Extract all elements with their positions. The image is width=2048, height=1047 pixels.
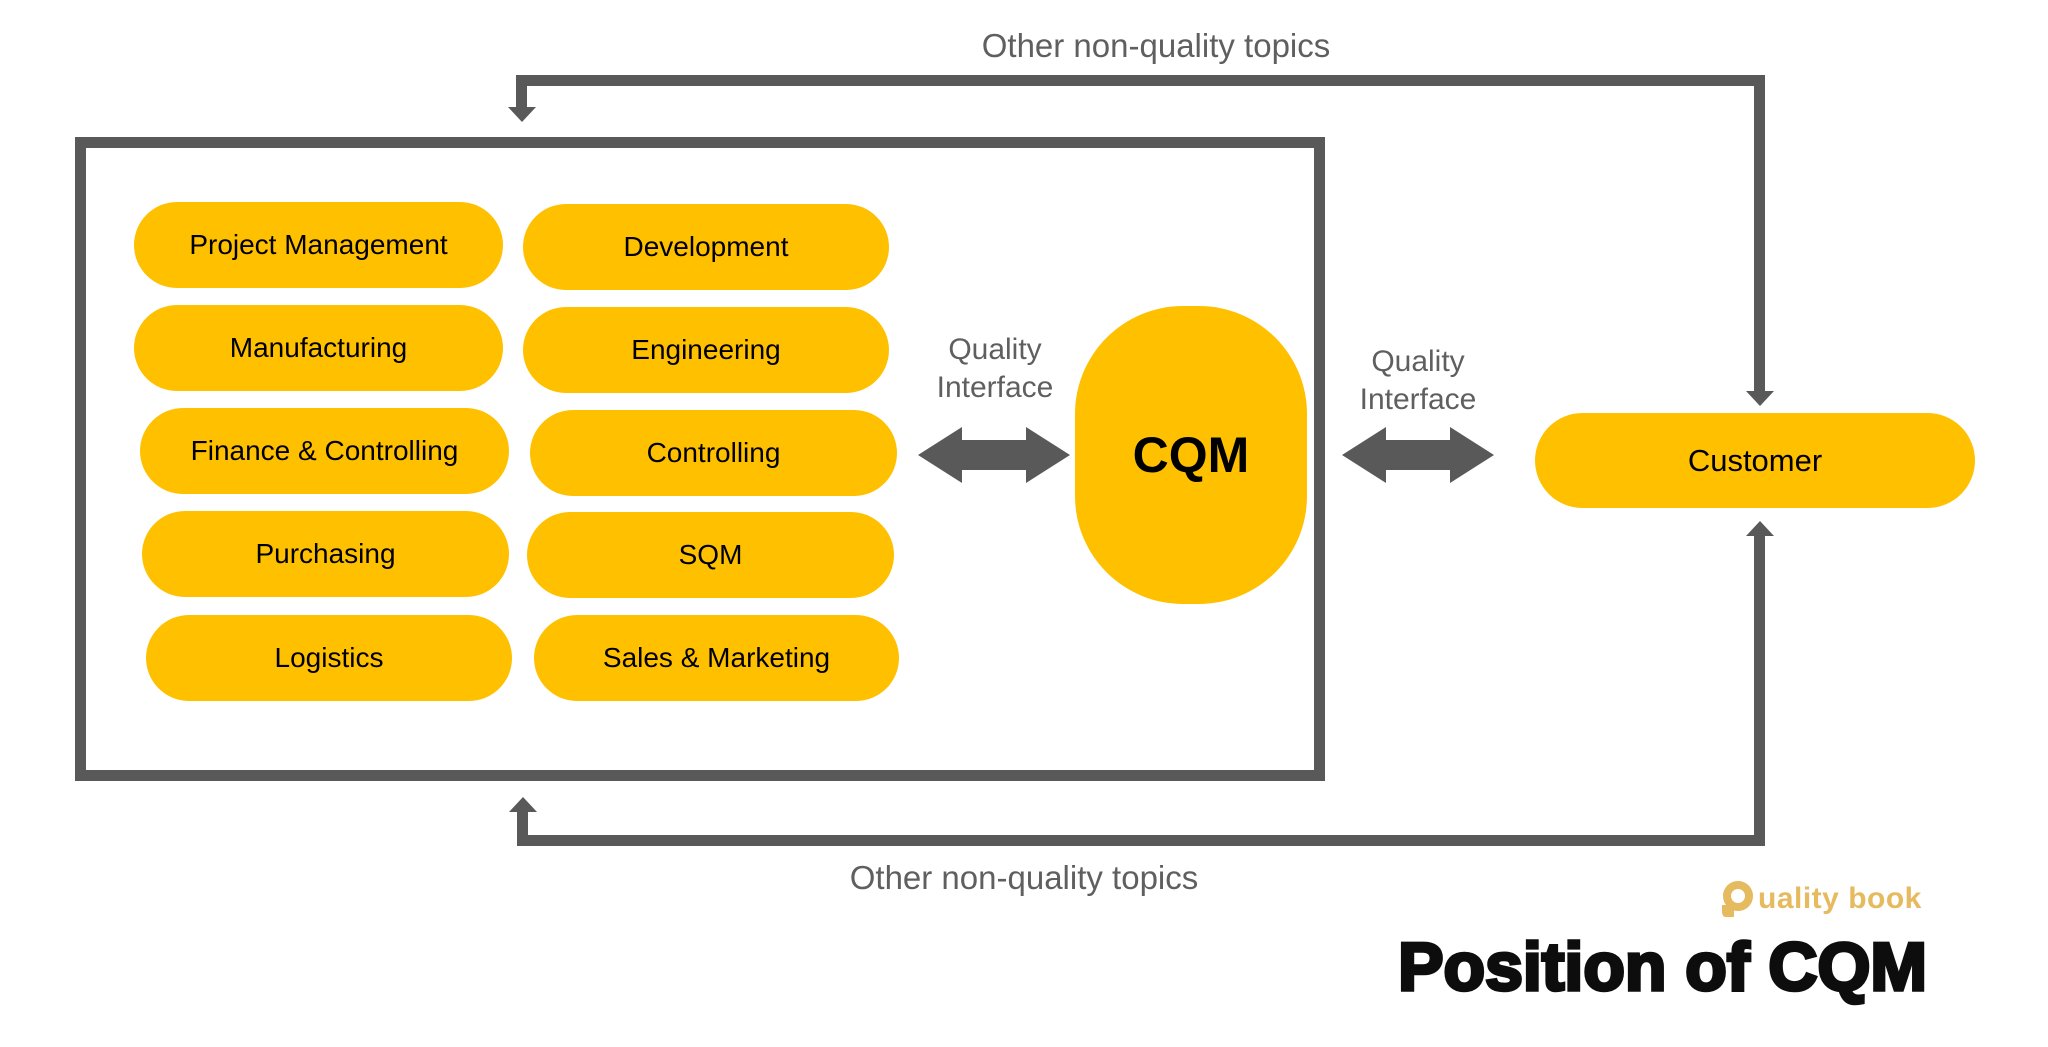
bottom-route-right-leg (1754, 536, 1765, 846)
arrow-up-icon (509, 797, 537, 812)
arrow-down-icon (1746, 391, 1774, 406)
top-route-horizontal-line (516, 75, 1765, 86)
arrow-shaft (962, 440, 1026, 470)
dept-pill-manufacturing: Manufacturing (134, 305, 503, 391)
bottom-route-left-leg (517, 811, 528, 841)
quality-interface-label-right: Quality Interface (1318, 343, 1518, 419)
quality-interface-line2: Interface (1359, 383, 1477, 416)
bottom-flow-label: Other non-quality topics (849, 859, 1199, 896)
cqm-shape: CQM (1075, 306, 1307, 604)
arrow-up-icon (1746, 521, 1774, 536)
dept-pill-logistics: Logistics (146, 615, 512, 701)
quality-interface-line1: Quality (948, 333, 1042, 366)
arrow-right-head (1026, 427, 1070, 483)
dept-pill-sqm: SQM (527, 512, 894, 598)
double-arrow-icon (1342, 427, 1494, 483)
dept-pill-sales-marketing: Sales & Marketing (534, 615, 899, 701)
quality-interface-line2: Interface (936, 371, 1054, 404)
quality-book-logo: uality book (1718, 879, 1922, 919)
dept-pill-project-management: Project Management (134, 202, 503, 288)
double-arrow-icon (918, 427, 1070, 483)
arrow-right-head (1450, 427, 1494, 483)
page-title: Position of CQM (1396, 927, 1928, 1007)
dept-pill-finance-controlling: Finance & Controlling (140, 408, 509, 494)
dept-pill-engineering: Engineering (523, 307, 889, 393)
arrow-down-icon (508, 107, 536, 122)
arrow-shaft (1386, 440, 1450, 470)
quality-interface-line1: Quality (1371, 345, 1465, 378)
quality-interface-label-left: Quality Interface (895, 331, 1095, 407)
bottom-route-horizontal-line (517, 835, 1765, 846)
top-flow-label: Other non-quality topics (981, 27, 1331, 64)
dept-pill-development: Development (523, 204, 889, 290)
top-route-left-leg (516, 80, 527, 108)
top-route-right-leg (1754, 80, 1765, 392)
arrow-left-head (1342, 427, 1386, 483)
dept-pill-controlling: Controlling (530, 410, 897, 496)
dept-pill-purchasing: Purchasing (142, 511, 509, 597)
quality-book-logo-icon (1718, 879, 1756, 919)
quality-book-logo-text: uality book (1758, 882, 1922, 915)
arrow-left-head (918, 427, 962, 483)
customer-pill: Customer (1535, 413, 1975, 508)
departments-box (75, 137, 1325, 781)
